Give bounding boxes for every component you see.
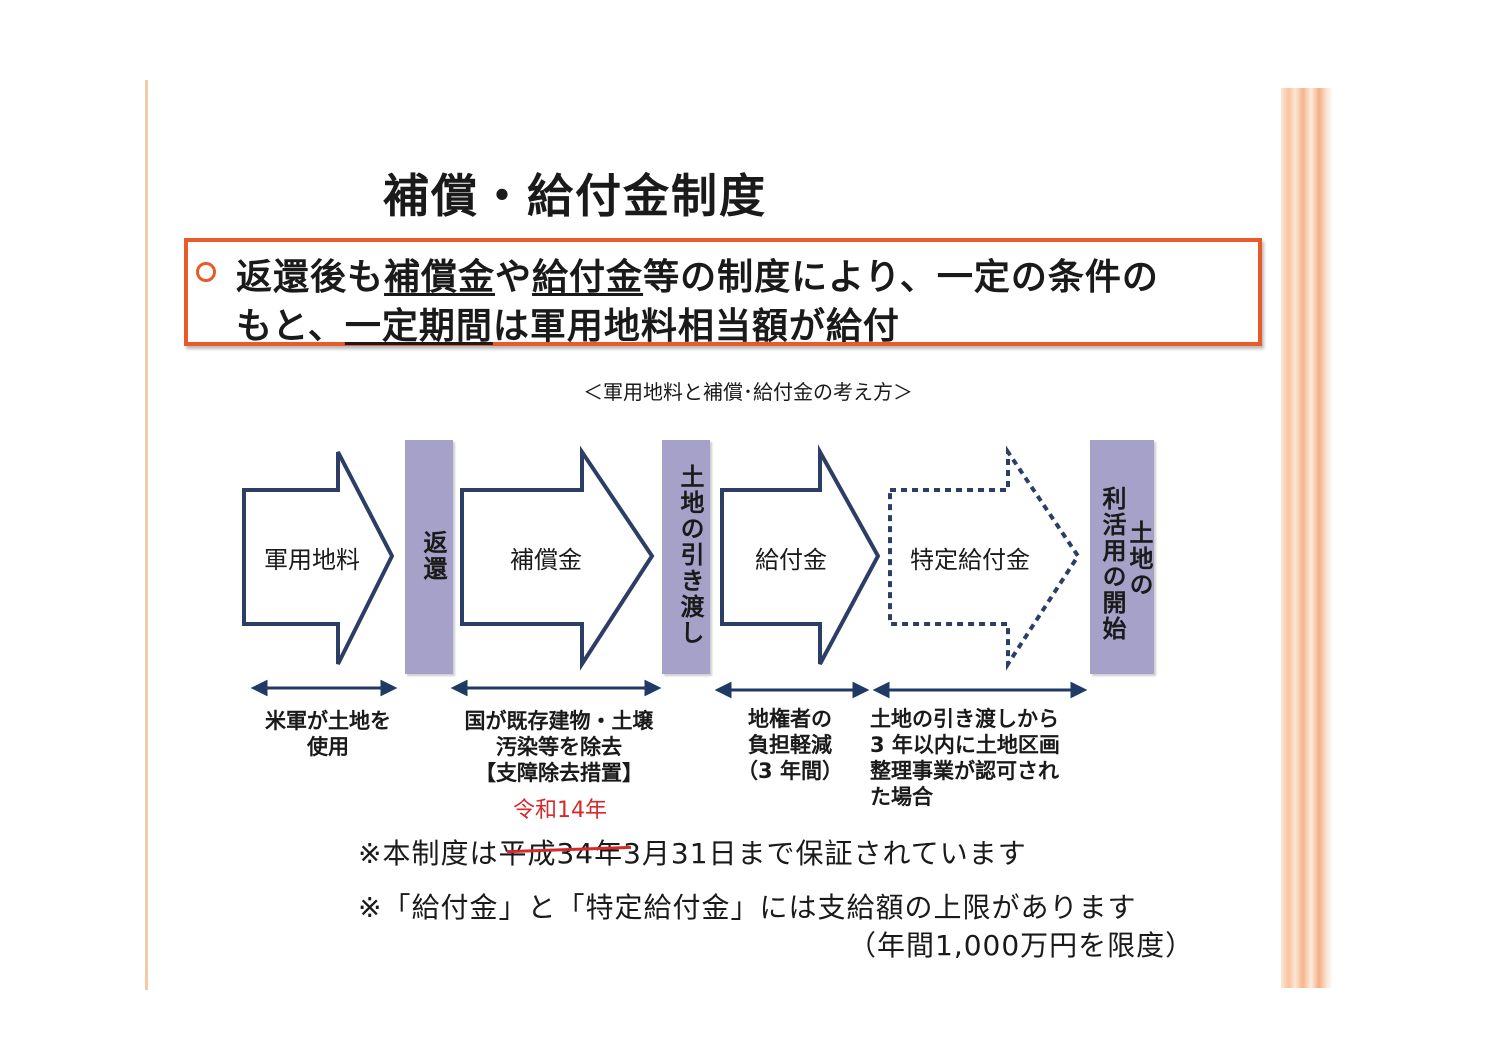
footnote-text: ※本制度は bbox=[358, 837, 499, 870]
note-line: （3 年間） bbox=[737, 759, 843, 783]
note-line: た場合 bbox=[870, 785, 933, 809]
callout-text: や bbox=[495, 257, 533, 298]
footnote-limit: ※「給付金」と「特定給付金」には支給額の上限があります bbox=[358, 891, 1137, 924]
bar-return bbox=[405, 440, 453, 674]
bar-land-use-label-1: 土地の bbox=[1125, 520, 1153, 598]
arrow-compensation bbox=[460, 445, 655, 671]
bar-return-label: 返還 bbox=[419, 530, 447, 582]
callout-text: 返還後も bbox=[236, 257, 385, 298]
note-line: 使用 bbox=[307, 735, 349, 759]
span-arrow-special bbox=[872, 681, 1088, 699]
note-line: 【支障除去措置】 bbox=[475, 761, 643, 785]
note-line: 国が既存建物・土壌 bbox=[464, 709, 654, 733]
arrow-label-special-benefit: 特定給付金 bbox=[910, 546, 1030, 574]
callout-text: もと、 bbox=[236, 306, 345, 347]
span-arrow-benefit bbox=[714, 681, 870, 699]
footnote-guarantee: ※本制度は平成34年3月31日まで保証されています bbox=[358, 832, 1027, 872]
footnote-struck-date: 平成34年 bbox=[498, 837, 624, 870]
note-benefit: 地権者の 負担軽減 （3 年間） bbox=[728, 706, 852, 784]
diagram-caption: ＜軍用地料と補償･給付金の考え方＞ bbox=[583, 380, 913, 404]
page-title: 補償・給付金制度 bbox=[383, 169, 767, 223]
summary-callout-box bbox=[184, 238, 1262, 346]
arrow-label-benefit: 給付金 bbox=[755, 546, 827, 574]
note-special-benefit: 土地の引き渡しから 3 年以内に土地区画 整理事業が認可され た場合 bbox=[870, 706, 1060, 810]
note-line: 米軍が土地を bbox=[265, 709, 391, 733]
callout-line-2: もと、一定期間は軍用地料相当額が給付 bbox=[236, 297, 900, 349]
note-line: 整理事業が認可され bbox=[870, 759, 1059, 783]
note-line: 負担軽減 bbox=[748, 733, 832, 757]
footnote-text: 3月31日まで保証されています bbox=[623, 837, 1027, 870]
callout-emphasis: 給付金 bbox=[532, 257, 644, 298]
callout-line-1: 返還後も補償金や給付金等の制度により、一定の条件の bbox=[236, 248, 1159, 300]
handwritten-correction: 令和14年 bbox=[513, 798, 607, 823]
arrow-label-compensation: 補償金 bbox=[510, 546, 582, 574]
span-arrow-compensation bbox=[450, 679, 662, 697]
bar-handover-label: 土地の引き渡し bbox=[676, 464, 704, 646]
note-line: 汚染等を除去 bbox=[496, 735, 622, 759]
arrow-benefit bbox=[720, 444, 881, 665]
note-line: 土地の引き渡しから bbox=[870, 707, 1059, 731]
footnote-limit-amount: （年間1,000万円を限度） bbox=[848, 929, 1195, 962]
note-compensation: 国が既存建物・土壌 汚染等を除去 【支障除去措置】 bbox=[446, 708, 672, 786]
callout-emphasis: 一定期間 bbox=[344, 306, 493, 347]
note-line: 3 年以内に土地区画 bbox=[870, 733, 1060, 757]
span-arrow-rent bbox=[250, 679, 398, 697]
bar-handover bbox=[662, 440, 710, 674]
arrow-label-rent: 軍用地料 bbox=[264, 546, 360, 574]
bullet-circle-icon bbox=[196, 262, 216, 282]
bar-land-use-label-2: 利活用の開始 bbox=[1098, 486, 1126, 642]
arrow-special-benefit bbox=[888, 445, 1081, 671]
callout-text: は軍用地料相当額が給付 bbox=[492, 306, 900, 347]
bar-land-use-start bbox=[1090, 440, 1154, 674]
right-decorative-stripes bbox=[1281, 88, 1333, 988]
left-margin-rule bbox=[145, 80, 148, 990]
arrow-rent bbox=[242, 451, 395, 665]
note-line: 地権者の bbox=[748, 707, 832, 731]
note-rent: 米軍が土地を 使用 bbox=[250, 708, 406, 760]
callout-emphasis: 補償金 bbox=[384, 257, 496, 298]
callout-text: 等の制度により、一定の条件の bbox=[643, 257, 1159, 298]
